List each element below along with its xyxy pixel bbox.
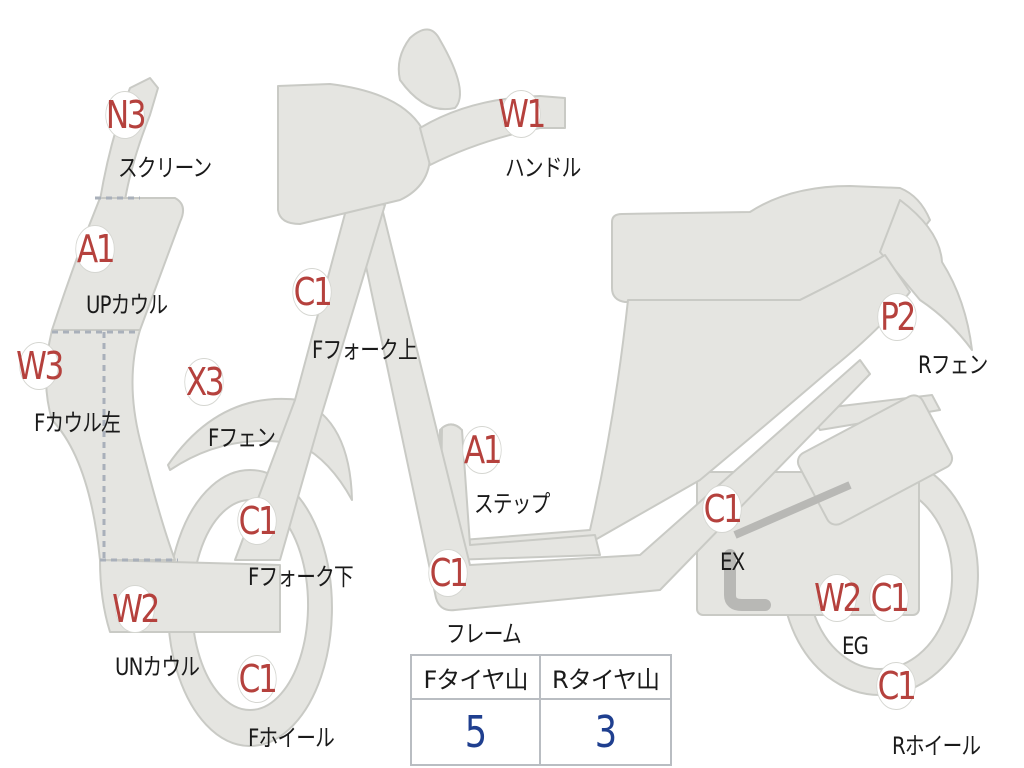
part-code-badge-screen: N3 bbox=[105, 91, 147, 139]
part-name-under-cowl: UNカウル bbox=[115, 653, 200, 681]
part-code-badge-rear-fender: P2 bbox=[877, 293, 917, 341]
rear-tire-value-cell: 3 bbox=[541, 700, 670, 764]
front-tire-header: Fタイヤ山 bbox=[412, 656, 541, 700]
part-name-frame: フレーム bbox=[446, 620, 522, 648]
exhaust-pipe-shape bbox=[724, 549, 771, 611]
frame-tube-shape bbox=[351, 199, 871, 612]
part-code-badge-rear-wheel: C1 bbox=[876, 662, 917, 710]
part-code-badge-under-cowl: W2 bbox=[112, 585, 160, 633]
part-code-badge-engine-b: C1 bbox=[869, 574, 910, 622]
part-name-upper-cowl: UPカウル bbox=[86, 291, 168, 319]
front-tire-value-cell: 5 bbox=[412, 700, 541, 764]
rear-fender-shape bbox=[879, 199, 973, 351]
part-code-badge-front-wheel: C1 bbox=[237, 655, 278, 703]
part-code-badge-exhaust: C1 bbox=[702, 485, 743, 533]
part-name-front-fork-lower: Fフォーク下 bbox=[248, 563, 354, 591]
part-name-handlebar: ハンドル bbox=[505, 154, 581, 182]
part-code-badge-handlebar: W1 bbox=[498, 90, 546, 138]
part-name-front-fender: Fフェン bbox=[208, 424, 276, 452]
tire-tread-table: Fタイヤ山 Rタイヤ山 5 3 bbox=[410, 654, 672, 766]
part-code-badge-front-fender: X3 bbox=[184, 358, 225, 406]
part-code-badge-front-cowl-left: W3 bbox=[16, 342, 64, 390]
part-code-badge-step: A1 bbox=[462, 426, 503, 474]
rear-body-shape bbox=[439, 254, 911, 556]
part-code-badge-frame: C1 bbox=[428, 549, 469, 597]
mirror-shape bbox=[397, 28, 461, 111]
part-name-step: ステップ bbox=[474, 490, 550, 518]
part-name-front-fork-upper: Fフォーク上 bbox=[312, 336, 418, 364]
part-name-front-wheel: Fホイール bbox=[248, 724, 335, 752]
front-fork-shape bbox=[234, 194, 386, 561]
part-name-front-cowl-left: Fカウル左 bbox=[34, 409, 121, 437]
seat-shape bbox=[611, 185, 931, 303]
part-name-rear-fender: Rフェン bbox=[918, 351, 988, 379]
rear-tire-header: Rタイヤ山 bbox=[541, 656, 670, 700]
part-code-badge-engine-a: W2 bbox=[814, 574, 862, 622]
part-name-exhaust: EX bbox=[720, 548, 745, 576]
part-name-screen: スクリーン bbox=[118, 154, 212, 182]
part-code-badge-front-fork-upper: C1 bbox=[292, 268, 333, 316]
front-cowl-left-shape bbox=[45, 329, 176, 561]
front-wheel-shape bbox=[166, 469, 333, 747]
part-name-engine: EG bbox=[842, 632, 869, 660]
headlight-cover-shape bbox=[277, 83, 432, 225]
part-name-rear-wheel: Rホイール bbox=[892, 732, 981, 760]
rear-tire-value: 3 bbox=[594, 706, 617, 758]
part-code-badge-upper-cowl: A1 bbox=[75, 225, 116, 273]
part-code-badge-front-fork-lower: C1 bbox=[237, 497, 278, 545]
front-tire-value: 5 bbox=[464, 706, 487, 758]
